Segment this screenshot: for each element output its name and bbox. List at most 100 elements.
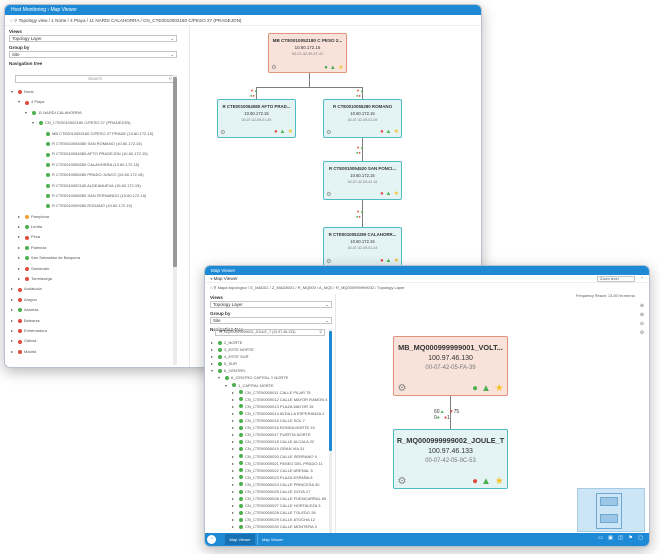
tree-item[interactable]: MB CTE0010052180 C/PESO 27 PRADE (10.60.…	[11, 129, 171, 139]
topology-link[interactable]	[309, 73, 310, 87]
tree-item[interactable]: ▸CN_CTE00000023 PLAZA ESPAÑA 8	[211, 474, 329, 481]
window1-tree-scrollbar[interactable]	[173, 75, 177, 365]
tree-item[interactable]: ▸Palencia	[11, 243, 171, 253]
chevron-right-icon[interactable]: ▸	[18, 234, 21, 240]
tree-item[interactable]: ▸San Sebastian de Barquera	[11, 253, 171, 263]
star-icon[interactable]: ★	[494, 382, 504, 394]
chevron-right-icon[interactable]: ▸	[232, 403, 235, 409]
tree-item[interactable]: ▸4_ESTE SUR	[211, 353, 329, 360]
tree-item[interactable]: R CTE0010059280 RODANO (10.60.172.15)	[11, 201, 171, 211]
star-icon[interactable]: ★	[287, 129, 293, 136]
topology-link[interactable]	[450, 396, 451, 429]
scrollbar-thumb[interactable]	[329, 331, 332, 451]
tree-item[interactable]: ▸Santander	[11, 264, 171, 274]
bell-icon[interactable]: ▲	[385, 191, 392, 198]
topology-node-root[interactable]: MB CTE0010052180 C PESO 2...10.60.172.15…	[268, 33, 347, 73]
zoom-out-icon[interactable]: ⊖	[639, 321, 645, 327]
home-icon[interactable]: ⌂ ⚲	[210, 285, 218, 290]
views-select[interactable]: Topology Layer ⌄	[9, 35, 177, 42]
tree-item[interactable]: ▸Asturias	[11, 305, 171, 315]
taskbar-tab[interactable]: Map Viewer	[225, 534, 255, 545]
tree-item[interactable]: R CTE0010056280 PRADO JUNCO (10.60.172.1…	[11, 170, 171, 180]
tray-icons[interactable]: ▭ ▣ ◫ ⚑ ▢	[598, 535, 645, 541]
tree-item[interactable]: ▸CN_CTE00000014 AVDA LA ESPERANZA 2	[211, 410, 329, 417]
breadcrumb-text[interactable]: Mapa topológico / E_MAD02 / Z_MAD8001 / …	[217, 285, 405, 290]
zoom-in-icon[interactable]: ⊕	[639, 312, 645, 318]
star-icon[interactable]: ★	[393, 129, 399, 136]
bell-icon[interactable]: ▲	[279, 129, 286, 136]
window2-tree-scrollbar[interactable]	[329, 329, 332, 533]
tree-item[interactable]: ▸CN_CTE00000025 CALLE GOYA 17	[211, 488, 329, 495]
chevron-right-icon[interactable]: ▸	[232, 467, 235, 473]
chevron-right-icon[interactable]: ▸	[232, 418, 235, 424]
chevron-right-icon[interactable]: ▸	[211, 347, 214, 353]
taskbar-tab[interactable]: Map Viewer	[257, 534, 287, 545]
topology-link[interactable]	[362, 200, 363, 227]
gear-icon[interactable]: ⚙	[397, 382, 407, 394]
tree-item[interactable]: ▸Aragon	[11, 295, 171, 305]
gear-icon[interactable]: ⚙	[271, 64, 277, 72]
chevron-right-icon[interactable]: ▸	[11, 286, 14, 292]
tree-item[interactable]: ▸2_NORTE	[211, 339, 329, 346]
chevron-right-icon[interactable]: ▸	[232, 410, 235, 416]
bell-icon[interactable]: ▲	[385, 129, 392, 136]
chevron-right-icon[interactable]: ▸	[11, 327, 14, 333]
chevron-right-icon[interactable]: ▸	[232, 517, 235, 523]
chevron-right-icon[interactable]: ▸	[232, 503, 235, 509]
tree-item[interactable]: ▾6_CENTRO	[211, 367, 329, 374]
tree-item[interactable]: ▸CN_CTE00000016 RONDA NORTE 15	[211, 424, 329, 431]
chevron-right-icon[interactable]: ▸	[232, 432, 235, 438]
tree-item[interactable]: ▸Pamplona	[11, 212, 171, 222]
tree-item[interactable]: ▸CN_CTE00000026 CALLE FUENCARRAL 60	[211, 495, 329, 502]
chevron-right-icon[interactable]: ▸	[11, 307, 14, 313]
chevron-right-icon[interactable]: ▸	[211, 340, 214, 345]
tree-item[interactable]: R CTE0010054080 AFTO PRADEJON (10.60.172…	[11, 149, 171, 159]
tree-item[interactable]: ▸Lerida	[11, 222, 171, 232]
chevron-right-icon[interactable]: ▸	[18, 255, 21, 261]
tree-item[interactable]: ▸5_SUR	[211, 360, 329, 367]
chevron-right-icon[interactable]: ▸	[232, 389, 235, 395]
star-icon[interactable]: ★	[494, 475, 504, 487]
start-button[interactable]: ◔	[207, 535, 216, 544]
alert-status-icon[interactable]: ●	[380, 129, 384, 136]
gear-icon[interactable]: ⚙	[326, 259, 332, 266]
chevron-right-icon[interactable]: ▸	[232, 524, 235, 530]
window1-map-canvas[interactable]	[189, 25, 479, 367]
tree-search-input[interactable]: R_MQ000999999002_JOULE_T (10.97.46.133) …	[215, 329, 325, 336]
star-icon[interactable]: ★	[338, 63, 344, 71]
minimap[interactable]	[577, 488, 645, 532]
chevron-right-icon[interactable]: ▸	[18, 244, 21, 250]
alert-status-icon[interactable]: ●	[380, 191, 384, 198]
star-icon[interactable]: ★	[393, 258, 399, 265]
bell-icon[interactable]: ▲	[385, 258, 392, 265]
tree-item[interactable]: ▸CN_CTE00000018 CALLE ALCALA 22	[211, 438, 329, 445]
tree-item[interactable]: ▾Norte	[11, 87, 171, 97]
chevron-right-icon[interactable]: ▸	[11, 317, 14, 323]
chevron-down-icon[interactable]: ▾	[32, 120, 35, 126]
collapse-icon[interactable]: ⌃	[640, 276, 644, 281]
chevron-right-icon[interactable]: ▸	[232, 453, 235, 459]
tree-item[interactable]: ▾CN_CTE0010002180 C/PESO 27 (PRADEJON)	[11, 118, 171, 128]
minimap-viewport[interactable]	[596, 493, 622, 529]
chevron-right-icon[interactable]: ▸	[11, 348, 14, 354]
chevron-right-icon[interactable]: ▸	[232, 474, 235, 480]
bell-icon[interactable]: ▲	[481, 382, 491, 394]
chevron-right-icon[interactable]: ▸	[18, 265, 21, 271]
gear-icon[interactable]: ⚙	[397, 475, 407, 487]
chevron-right-icon[interactable]: ▸	[232, 446, 235, 452]
chevron-down-icon[interactable]: ▾	[25, 109, 28, 115]
tree-item[interactable]: ▸CN_CTE00000027 CALLE HORTALEZA 3	[211, 502, 329, 509]
chevron-down-icon[interactable]: ▾	[211, 368, 214, 374]
chevron-right-icon[interactable]: ▸	[232, 488, 235, 494]
alert-status-icon[interactable]: ●	[380, 258, 384, 265]
tree-item[interactable]: ▸Extremadura	[11, 326, 171, 336]
chevron-down-icon[interactable]: ▾	[18, 99, 21, 105]
bell-icon[interactable]: ▲	[481, 475, 491, 487]
tree-item[interactable]: ▸CN_CTE00000021 PASEO DEL PRADO 11	[211, 460, 329, 467]
bell-icon[interactable]: ▲	[329, 63, 336, 71]
tree-item[interactable]: ▸Madrid	[11, 347, 171, 357]
